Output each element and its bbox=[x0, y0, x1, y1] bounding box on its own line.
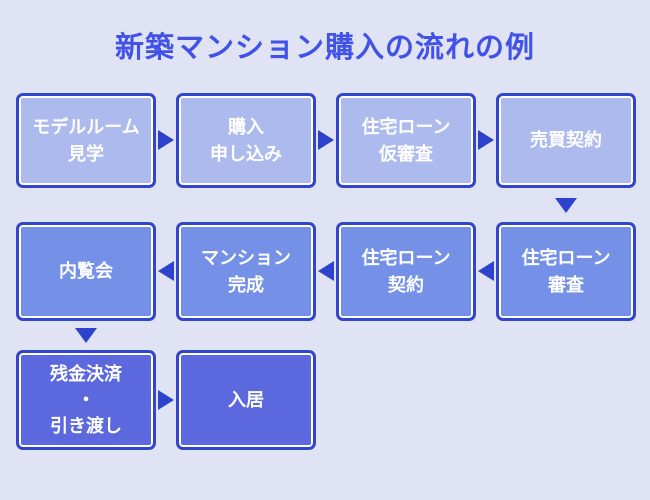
flow-step-label: モデルルーム 見学 bbox=[32, 117, 140, 164]
arrow-right-icon bbox=[158, 130, 174, 150]
flow-step-purchase-application: 購入 申し込み bbox=[176, 93, 316, 188]
flow-step-move-in: 入居 bbox=[176, 350, 316, 450]
page-title: 新築マンション購入の流れの例 bbox=[114, 32, 535, 64]
arrow-left-icon bbox=[318, 261, 334, 281]
arrow-right-icon bbox=[478, 130, 494, 150]
arrow-right-icon bbox=[318, 130, 334, 150]
flow-step-final-payment-handover: 残金決済 ・ 引き渡し bbox=[16, 350, 156, 450]
flow-step-label: 購入 申し込み bbox=[210, 117, 282, 164]
flow-step-label: 住宅ローン 契約 bbox=[361, 248, 451, 295]
flow-step-sales-contract: 売買契約 bbox=[496, 93, 636, 188]
flow-step-label: 住宅ローン 仮審査 bbox=[361, 117, 451, 164]
flow-step-condo-completion: マンション 完成 bbox=[176, 222, 316, 321]
flow-step-label: 入居 bbox=[228, 389, 264, 410]
arrow-down-icon bbox=[75, 328, 97, 343]
flow-step-label: 売買契約 bbox=[530, 130, 602, 151]
flow-step-loan-screening: 住宅ローン 審査 bbox=[496, 222, 636, 321]
flow-step-label: 住宅ローン 審査 bbox=[521, 248, 611, 295]
flow-step-loan-pre-screening: 住宅ローン 仮審査 bbox=[336, 93, 476, 188]
arrow-left-icon bbox=[158, 261, 174, 281]
flow-step-model-room-tour: モデルルーム 見学 bbox=[16, 93, 156, 188]
arrow-left-icon bbox=[478, 261, 494, 281]
flow-step-label: マンション 完成 bbox=[201, 248, 291, 295]
arrow-down-icon bbox=[555, 198, 577, 213]
flow-step-label: 内覧会 bbox=[59, 261, 113, 282]
flow-step-loan-contract: 住宅ローン 契約 bbox=[336, 222, 476, 321]
flow-step-open-house: 内覧会 bbox=[16, 222, 156, 321]
flow-step-label: 残金決済 ・ 引き渡し bbox=[50, 363, 122, 437]
arrow-right-icon bbox=[158, 390, 174, 410]
